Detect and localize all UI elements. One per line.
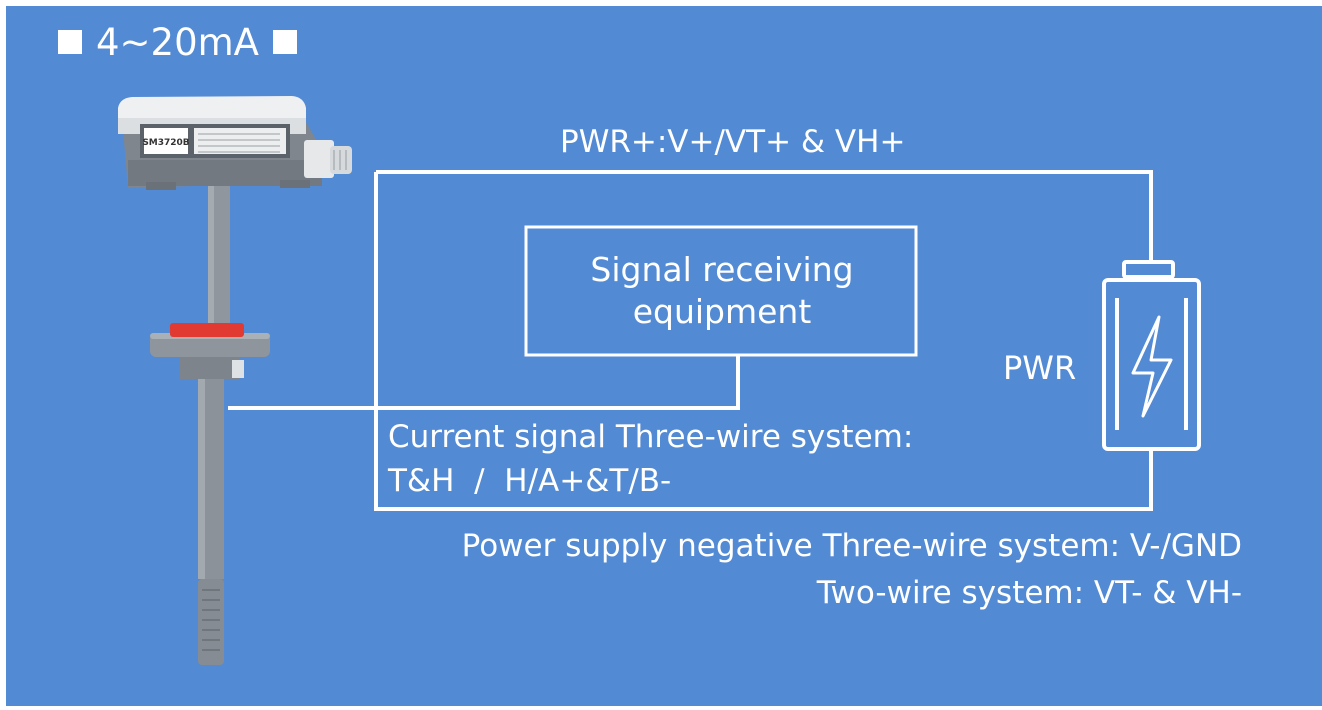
header-title-row: 4~20mA (58, 20, 297, 64)
current-signal-label: Current signal Three-wire system: (388, 419, 914, 455)
two-wire-label: Two-wire system: VT- & VH- (816, 575, 1242, 611)
current-signal-wire (228, 356, 740, 410)
signal-box-line1: Signal receiving (590, 249, 854, 289)
power-negative-label: Power supply negative Three-wire system:… (461, 528, 1242, 564)
power-positive-label: PWR+:V+/VT+ & VH+ (560, 124, 906, 160)
signal-receiving-box (524, 225, 918, 357)
sensor-model-label: SM3720B (142, 138, 189, 148)
duct-humidity-sensor-icon (118, 96, 352, 665)
signal-receiving-box-label: Signal receiving equipment (527, 228, 917, 354)
current-signal-terminals: T&H / H/A+&T/B- (388, 463, 672, 499)
square-icon (58, 30, 82, 54)
page-title: 4~20mA (96, 20, 259, 64)
signal-box-line2: equipment (632, 292, 812, 331)
square-icon (272, 30, 297, 54)
battery-lightning-icon (1102, 260, 1201, 451)
power-negative-wire (374, 172, 1153, 511)
power-supply-label: PWR (1003, 349, 1077, 387)
power-positive-wire (376, 170, 1153, 262)
